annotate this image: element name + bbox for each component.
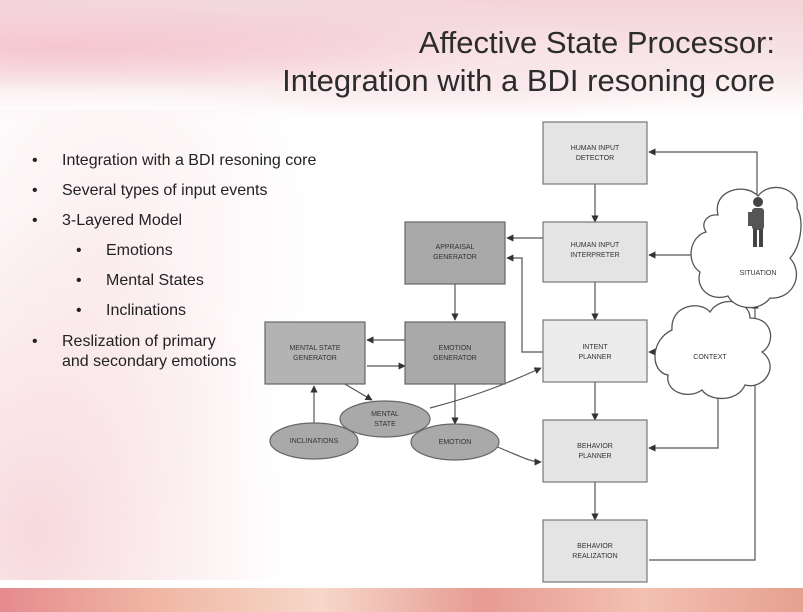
decorative-footer-background [0, 588, 803, 612]
human-input-interpreter-box: HUMAN INPUT INTERPRETER [542, 221, 648, 283]
bullet-item: • Several types of input events [32, 182, 392, 200]
bullet-text: Integration with a BDI resoning core [62, 152, 317, 169]
emotion-label: EMOTION [439, 439, 472, 446]
behavior-realization-label-1: BEHAVIOR [577, 543, 613, 550]
bullet-item: • Integration with a BDI resoning core [32, 152, 392, 170]
bullet-text: Emotions [106, 242, 173, 259]
mental-state-oval: MENTAL STATE [339, 400, 431, 438]
inclinations-ellipse [269, 422, 359, 460]
bullet-icon: • [32, 212, 38, 229]
appraisal-generator-label-2: GENERATOR [433, 254, 477, 261]
intent-planner-rect [542, 319, 648, 383]
bullet-list: • Integration with a BDI resoning core • S… [32, 152, 392, 384]
mental-state-generator-label-2: GENERATOR [293, 355, 337, 362]
intent-planner-box: INTENT PLANNER [542, 319, 648, 383]
context-cloud: CONTEXT [654, 300, 772, 400]
human-input-detector-label-1: HUMAN INPUT [571, 145, 620, 152]
slide-title: Affective State Processor: Integration w… [215, 24, 775, 100]
mental-state-generator-rect [264, 321, 366, 385]
slide-title-line-1: Affective State Processor: [418, 25, 775, 60]
behavior-realization-box: BEHAVIOR REALIZATION [542, 519, 648, 583]
human-input-detector-rect [542, 121, 648, 185]
bullet-item: • Reslization of primary and secondary emo… [32, 332, 392, 372]
bullet-icon: • [32, 333, 38, 350]
mental-state-label-1: MENTAL [371, 411, 399, 418]
context-cloud-shape [654, 300, 772, 400]
arrow-emotion-to-behavior [494, 445, 542, 466]
situation-cloud-shape [690, 186, 802, 309]
emotion-ellipse [410, 423, 500, 461]
arrow-intent-to-appraisal [506, 254, 543, 353]
bullet-text-line-2: and secondary emotions [62, 353, 237, 370]
behavior-realization-label-2: REALIZATION [572, 553, 617, 560]
appraisal-generator-rect [404, 221, 506, 285]
arrow-mental-state-to-intent [429, 367, 542, 409]
bullet-icon: • [76, 242, 82, 259]
behavior-planner-label-1: BEHAVIOR [577, 443, 613, 450]
behavior-realization-rect [542, 519, 648, 583]
human-input-detector-box: HUMAN INPUT DETECTOR [542, 121, 648, 185]
appraisal-generator-box: APPRAISAL GENERATOR [404, 221, 506, 285]
bullet-icon: • [76, 272, 82, 289]
bullet-text: Inclinations [106, 302, 187, 319]
sub-bullet-item: • Inclinations [32, 302, 392, 320]
behavior-planner-rect [542, 419, 648, 483]
bullet-icon: • [32, 152, 38, 169]
person-icon [748, 197, 764, 247]
bullet-text: Several types of input events [62, 182, 268, 199]
emotion-generator-label-2: GENERATOR [433, 355, 477, 362]
inclinations-oval: INCLINATIONS [269, 422, 359, 460]
decorative-header-background [0, 0, 803, 118]
arrow-context-behavior [648, 389, 722, 452]
situation-cloud: SITUATION [690, 186, 802, 309]
slide-title-line-2: Integration with a BDI resoning core [282, 63, 775, 98]
human-input-interpreter-label-2: INTERPRETER [570, 252, 619, 259]
bullet-text: Mental States [106, 272, 204, 289]
bullet-text: 3-Layered Model [62, 212, 183, 229]
bullet-icon: • [76, 302, 82, 319]
human-input-detector-label-2: DETECTOR [576, 155, 614, 162]
mental-state-generator-box: MENTAL STATE GENERATOR [264, 321, 366, 385]
human-input-interpreter-label-1: HUMAN INPUT [571, 242, 620, 249]
arrow-situation-to-detector [648, 148, 758, 212]
emotion-generator-box: EMOTION GENERATOR [404, 321, 506, 385]
situation-label: SITUATION [740, 270, 777, 277]
sub-bullet-item: • Emotions [32, 242, 392, 260]
mental-state-generator-label-1: MENTAL STATE [289, 345, 340, 352]
appraisal-generator-label-1: APPRAISAL [436, 244, 475, 251]
bullet-icon: • [32, 182, 38, 199]
bullet-text-line-1: Reslization of primary [62, 333, 216, 350]
mental-state-ellipse [339, 400, 431, 438]
context-label: CONTEXT [693, 354, 727, 361]
mental-state-label-2: STATE [374, 421, 396, 428]
intent-planner-label-1: INTENT [582, 344, 608, 351]
emotion-generator-label-1: EMOTION [439, 345, 472, 352]
emotion-generator-rect [404, 321, 506, 385]
arrow-realization-to-situation [649, 301, 759, 561]
behavior-planner-label-2: PLANNER [578, 453, 611, 460]
sub-bullet-item: • Mental States [32, 272, 392, 290]
behavior-planner-box: BEHAVIOR PLANNER [542, 419, 648, 483]
intent-planner-label-2: PLANNER [578, 354, 611, 361]
bullet-item: • 3-Layered Model [32, 212, 392, 230]
human-input-interpreter-rect [542, 221, 648, 283]
emotion-oval: EMOTION [410, 423, 500, 461]
inclinations-label: INCLINATIONS [290, 438, 339, 445]
